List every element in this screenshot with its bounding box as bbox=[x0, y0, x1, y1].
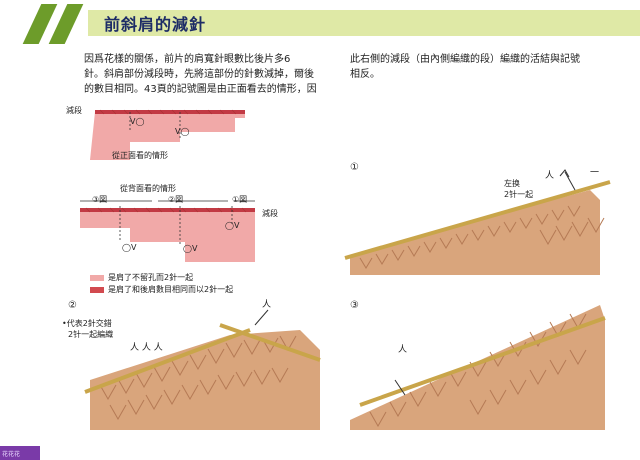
figure-ref-1: ①図 bbox=[232, 195, 248, 204]
step2-needle-right bbox=[219, 323, 321, 362]
svg-text:V◯: V◯ bbox=[130, 117, 144, 126]
front-view-label: 從正面看的情形 bbox=[112, 151, 168, 160]
svg-text:◯V: ◯V bbox=[225, 221, 240, 230]
step1-needle bbox=[344, 180, 611, 260]
right-paragraph: 此右側的減段（由內側編織的段）編織的活結與記號 相反。 bbox=[350, 52, 630, 82]
intro-line-3: 的數目相同。43頁的記號圖是由正面看去的情形，因 bbox=[84, 84, 317, 95]
header: 前斜肩的減針 bbox=[0, 0, 640, 44]
intro-line-2: 針。斜肩部份減段時，先將這部份的針數減掉，爾後 bbox=[84, 69, 314, 80]
svg-text:人 人 人: 人 人 人 bbox=[130, 342, 163, 353]
svg-text:V◯: V◯ bbox=[175, 127, 189, 136]
svg-text:◯V: ◯V bbox=[122, 243, 137, 252]
step2-note-1: •代表2針交錯 bbox=[62, 319, 112, 328]
figure-ref-2: ②図 bbox=[168, 195, 184, 204]
legend-item-2: 是肩了和後肩數目相同而以2針一起 bbox=[90, 284, 233, 295]
back-view-label: 從背面看的情形 bbox=[120, 184, 176, 193]
step1-knit-texture bbox=[359, 205, 605, 269]
step1-arrow bbox=[564, 171, 576, 191]
step1-note-2: 2针一起 bbox=[504, 190, 534, 199]
step2-fabric bbox=[90, 330, 320, 430]
back-view-block bbox=[80, 210, 255, 262]
step3-number: ③ bbox=[350, 300, 359, 311]
page-title: 前斜肩的減針 bbox=[104, 15, 207, 34]
legend-swatch-light bbox=[90, 274, 104, 281]
svg-text:人: 人 bbox=[398, 344, 407, 355]
step2-arrow bbox=[254, 309, 269, 326]
legend-swatch-dark bbox=[90, 286, 104, 293]
right-line-1: 此右側的減段（由內側編織的段）編織的活結與記號 bbox=[350, 54, 580, 65]
legend-item-1: 是肩了不留孔而2針一起 bbox=[90, 272, 193, 283]
step1-number: ① bbox=[350, 162, 359, 173]
corner-tab-label: 花花花 bbox=[2, 451, 21, 458]
step2-needle-left bbox=[84, 328, 251, 394]
back-guide-lines bbox=[119, 206, 233, 244]
step3-fabric bbox=[350, 305, 605, 430]
intro-paragraph: 因爲花樣的關係，前片的肩寬針眼數比後片多6 針。斜肩部份減段時，先將這部份的針數… bbox=[84, 52, 334, 97]
svg-text:一: 一 bbox=[590, 168, 599, 178]
right-line-2: 相反。 bbox=[350, 69, 380, 80]
front-decrease-ticks bbox=[99, 109, 237, 115]
decrease-label-bottom: 減段 bbox=[262, 209, 278, 218]
legend-text-2: 是肩了和後肩數目相同而以2針一起 bbox=[108, 285, 234, 294]
svg-text:◯V: ◯V bbox=[183, 244, 198, 253]
svg-text:人: 人 bbox=[545, 170, 554, 181]
step3-arrow bbox=[394, 379, 406, 396]
step2-number: ② bbox=[68, 300, 77, 311]
front-view-block bbox=[90, 112, 245, 160]
step3-needle bbox=[359, 316, 606, 407]
header-title-bar bbox=[88, 10, 640, 36]
figure-ref-3: ③図 bbox=[92, 195, 108, 204]
legend-text-1: 是肩了不留孔而2針一起 bbox=[108, 273, 194, 282]
step2-note-2: 2针一起編織 bbox=[68, 330, 114, 339]
step2-knit-texture bbox=[99, 335, 297, 421]
step1-note-1: 左换 bbox=[504, 179, 520, 188]
page-corner-tab bbox=[0, 446, 40, 460]
svg-text:人: 人 bbox=[262, 299, 271, 310]
intro-line-1: 因爲花樣的關係，前片的肩寬針眼數比後片多6 bbox=[84, 54, 291, 65]
decrease-label-top: 減段 bbox=[66, 106, 82, 115]
front-guide-lines bbox=[129, 112, 181, 140]
